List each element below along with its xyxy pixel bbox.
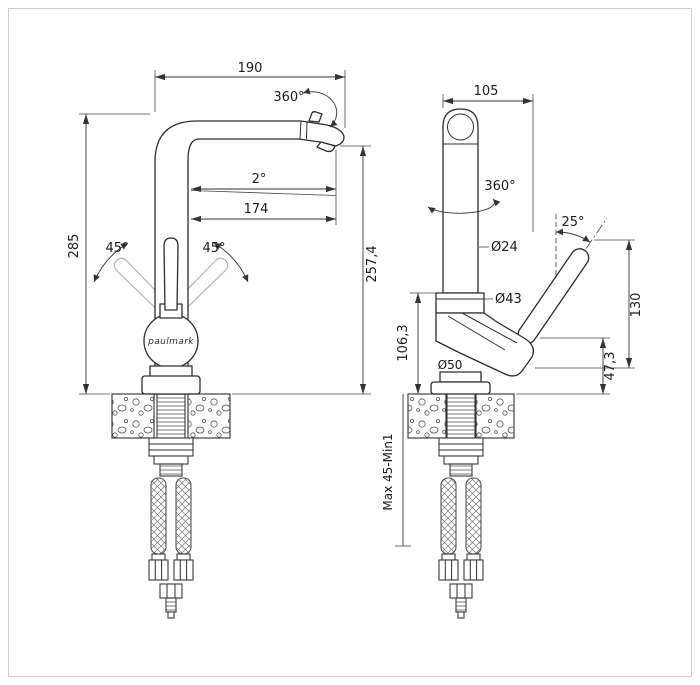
side-end-tube (455, 597, 467, 613)
handle-lever (163, 237, 179, 311)
dim-body-diameter-label: Ø43 (495, 292, 522, 307)
dim-spout-span-label: 190 (238, 61, 263, 76)
hose-collar-right (176, 553, 191, 561)
end-cap (167, 611, 175, 619)
dim-body-swivel-label: 360° (484, 179, 515, 194)
spout-swivel-arrow (302, 87, 338, 128)
side-base-flange (430, 381, 491, 395)
side-supply-hose-left (440, 477, 457, 555)
body-collar (435, 292, 485, 314)
side-hose-nut-right (463, 559, 484, 581)
front-view: 45° 45° 360° paulmark (67, 61, 380, 619)
side-end-fitting (449, 583, 473, 599)
dim-body-height-label: 106,3 (396, 324, 411, 361)
side-threaded-shank (446, 393, 476, 439)
side-base-step (439, 371, 482, 383)
dim-body-depth-label: 105 (474, 84, 499, 99)
side-countertop-left (407, 393, 447, 439)
side-lever (517, 248, 590, 345)
page-border (8, 8, 692, 677)
dim-handle-tilt-right-label: 45° (202, 241, 225, 256)
handle-swing-arc-left (93, 242, 129, 283)
dim-spout-swivel-label: 360° (273, 90, 304, 105)
dim-spout-slope-label: 2° (252, 172, 267, 187)
brand-logo: paulmark (147, 337, 194, 347)
side-hose-nut-left (438, 559, 459, 581)
side-view: 25° 360° Ø24 Ø43 Ø50 (381, 84, 644, 619)
dim-lever-length-label: 130 (629, 293, 644, 318)
end-tube (165, 597, 177, 613)
side-end-cap (457, 611, 465, 619)
hose-nut-left (148, 559, 169, 581)
side-supply-hose-right (465, 477, 482, 555)
base-flange (141, 375, 201, 395)
threaded-shank (156, 393, 186, 439)
dim-overall-height-label: 285 (67, 234, 82, 259)
hose-nut-right (173, 559, 194, 581)
supply-assembly-side (438, 393, 484, 619)
spout-slope-reference (190, 190, 337, 196)
supply-assembly-front (148, 393, 194, 619)
side-hose-collar-right (466, 553, 481, 561)
side-shank-lower (449, 463, 473, 477)
countertop-left (111, 393, 155, 439)
hose-collar-left (151, 553, 166, 561)
supply-hose-right (175, 477, 192, 555)
shank-lower (159, 463, 183, 477)
side-mounting-nut (438, 437, 484, 457)
dim-base-diameter-label: Ø50 (438, 358, 463, 372)
supply-hose-left (150, 477, 167, 555)
side-spout-column (442, 108, 479, 294)
dim-outlet-height-label: 257,4 (365, 245, 380, 282)
joint-facets (447, 312, 518, 351)
countertop-right (187, 393, 231, 439)
handle-swing-arc-right (213, 242, 249, 283)
mounting-nut (148, 437, 194, 457)
dim-handle-tilt-left-label: 45° (105, 241, 128, 256)
dim-deck-thickness-label: Max 45-Min1 (381, 433, 395, 510)
dim-spout-diameter-label: Ø24 (491, 240, 518, 255)
side-hose-collar-left (441, 553, 456, 561)
dim-spout-reach-label: 174 (244, 202, 269, 217)
body-swivel-arrow (427, 198, 501, 214)
spray-head-tab (308, 111, 323, 123)
side-washer (443, 455, 479, 465)
lever-angle-arc (555, 228, 591, 243)
spout-top-cap (447, 113, 474, 141)
side-countertop-right (475, 393, 515, 439)
washer (153, 455, 189, 465)
pivot-joint (435, 312, 535, 377)
end-fitting (159, 583, 183, 599)
dim-lever-angle-label: 25° (561, 215, 584, 230)
dim-lever-clearance-label: 47,3 (603, 352, 618, 381)
aerator (316, 141, 336, 153)
